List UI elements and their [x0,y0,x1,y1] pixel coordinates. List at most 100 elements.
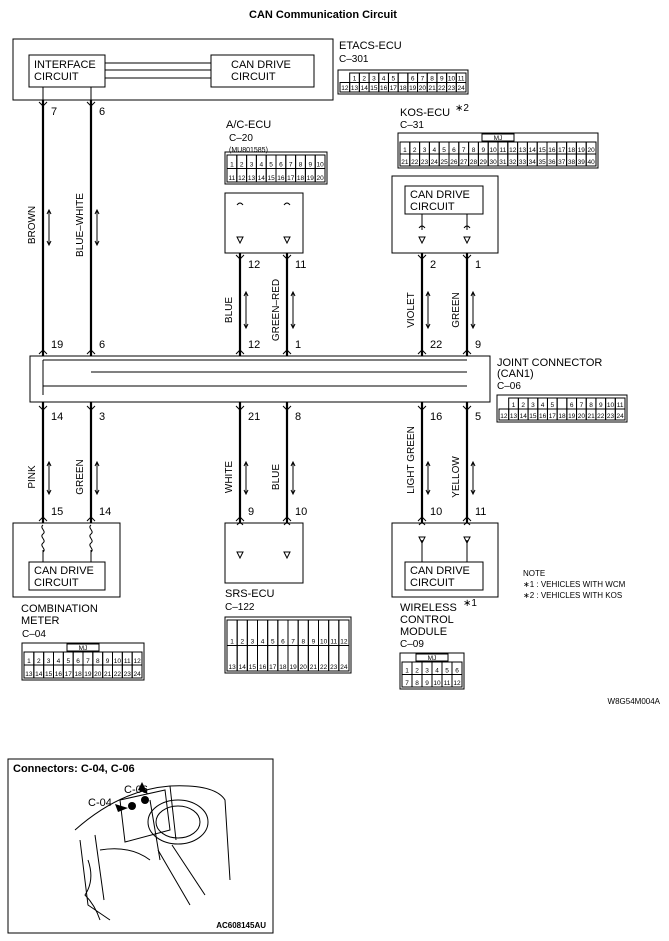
etacs-pin-label: 6 [411,76,415,83]
srs-pin-label: 24 [340,664,348,671]
kos-key [481,133,515,142]
kos-pin-label: 33 [519,159,527,166]
meter-key-tag: MJ [79,645,88,652]
meter-pin-label: 6 [76,658,80,665]
meter-candrive-line1: CAN DRIVE [34,565,94,577]
ac-pin-label: 11 [229,175,236,182]
signal-arrow-upper-head-bottom [243,323,249,330]
etacs-pin-label: 24 [458,85,466,92]
pin-chevron [462,516,472,522]
pin-chevron [38,516,48,522]
joint-pin-bottom: 3 [99,411,105,423]
kos-key-tag: MJ [494,135,503,142]
signal-arrow-lower-head-top [46,460,52,467]
wcm-pin-label: 5 [445,668,449,675]
kos-outline [397,132,599,169]
joint-pin-label: 7 [580,402,584,409]
signal-arrow-lower-head-top [290,460,296,467]
ac-part-number: (MU801585) [229,147,268,154]
kos-pin-label: 37 [558,159,566,166]
joint-pin-label: 24 [617,413,625,420]
etacs-pin-label: 22 [438,85,446,92]
meter-pin-label: 17 [65,671,73,678]
wire-color-lower: LIGHT GREEN [406,426,417,494]
meter-outline [21,642,145,681]
joint-sub: (CAN1) [497,368,534,380]
meter-pin-label: 24 [133,671,141,678]
ac-pin-label: 6 [279,162,283,169]
wcm-pin-label: 6 [455,668,459,675]
joint-pin-bottom: 14 [51,411,63,423]
kos-pin-label: 36 [548,159,556,166]
etacs-pin-label: 8 [430,76,434,83]
combination-meter: CAN DRIVE CIRCUIT COMBINATION METER C–04… [12,522,145,681]
wire-color-upper: VIOLET [406,292,417,328]
ac-pin-label: 17 [287,175,295,182]
pin-chevron [282,349,292,355]
pin-number-lower: 11 [475,506,486,518]
wire-color-lower: GREEN [75,459,86,495]
ac-pin-label: 13 [248,175,256,182]
meter-pin-label: 11 [124,658,131,665]
kos-pin-label: 20 [587,147,595,154]
etacs-pin-label: 21 [428,85,436,92]
pin-number-upper: 12 [248,259,260,271]
kos-pin-label: 5 [442,147,446,154]
joint-cell [556,397,568,410]
joint-pin-bottom: 5 [475,411,481,423]
wcm-pin-label: 3 [425,668,429,675]
terminal-stub [418,225,426,229]
pin-number-upper: 7 [51,106,57,118]
kos-pin-label: 19 [578,147,586,154]
connector-location-inset: Connectors: C-04, C-06 C-04 C-06 AC60814… [7,758,274,934]
terminal-stub [236,522,244,526]
joint-pin-label: 18 [558,413,566,420]
pin-chevron [235,254,245,260]
kos-pin-label: 40 [587,159,595,166]
etacs-outline [337,69,469,95]
etacs-pin-label: 16 [380,85,388,92]
joint-pin-bottom: 16 [430,411,442,423]
kos-pin-label: 31 [499,159,507,166]
srs-pin-label: 1 [230,639,234,646]
srs-pin-label: 14 [239,664,247,671]
srs-pin-label: 10 [320,639,328,646]
joint-pin-top: 12 [248,339,260,351]
ac-pin-label: 18 [297,175,305,182]
joint-pin-top: 19 [51,339,63,351]
pin-chevron [38,349,48,355]
signal-arrow-lower-head-bottom [243,489,249,496]
meter-pin-label: 2 [37,658,41,665]
etacs-pin-label: 14 [361,85,369,92]
wire-color-upper: GREEN–RED [271,279,282,341]
joint-pin-label: 1 [512,402,516,409]
kos-pin-label: 17 [558,147,566,154]
diagram-code: W8G54M004A [608,697,661,706]
pin-number-upper: 11 [295,259,306,271]
signal-arrow-lower-head-top [470,460,476,467]
meter-pin-label: 13 [25,671,33,678]
joint-pin-label: 4 [541,402,545,409]
etacs-pin-label: 5 [391,76,395,83]
joint-pin-bottom: 8 [295,411,301,423]
pin-number-lower: 10 [430,506,442,518]
joint-outline [496,394,628,423]
srs-pin-label: 4 [261,639,265,646]
srs-connector-id: C–122 [225,602,255,613]
kos-pin-label: 1 [403,147,407,154]
ac-pin-label: 7 [289,162,293,169]
kos-pin-label: 12 [509,147,517,154]
kos-pin-label: 13 [519,147,527,154]
pin-number-upper: 1 [475,259,481,271]
ac-connector-id: C–20 [229,133,253,144]
etacs-pin-label: 12 [341,85,349,92]
pin-number-upper: 2 [430,259,436,271]
kos-pin-label: 3 [423,147,427,154]
pin-chevron [235,516,245,522]
